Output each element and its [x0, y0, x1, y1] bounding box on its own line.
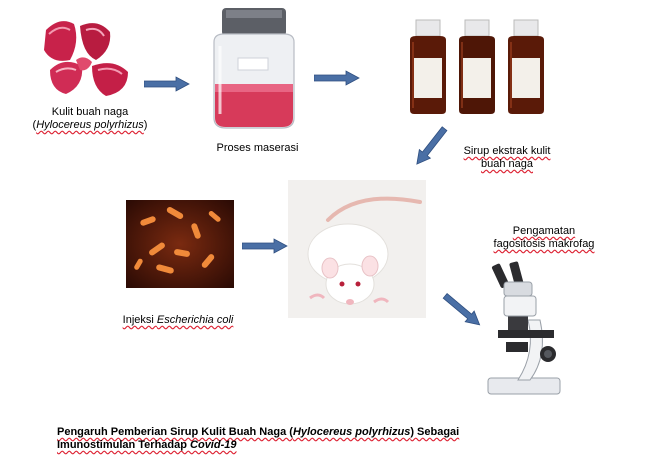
title-italic1: Hylocereus polyrhizus [292, 426, 411, 438]
arrow-maceration-to-syrup [314, 70, 360, 86]
peel-label-line1: Kulit buah naga [51, 106, 129, 118]
syrup-label-line1: Sirup ekstrak kulit [463, 145, 551, 157]
diagram-title: Pengaruh Pemberian Sirup Kulit Buah Naga… [57, 426, 459, 452]
syrup-bottles-image [410, 19, 544, 114]
microscope-image [487, 261, 561, 395]
injection-label: Injeksi Escherichia coli [108, 314, 248, 327]
title-line2-text: Imunostimulan Terhadap [57, 439, 191, 451]
syrup-label: Sirup ekstrak kulit buah naga [442, 145, 572, 171]
arrow-injection-to-rat [242, 238, 288, 254]
maceration-jar-image [213, 8, 295, 129]
title-line1: Pengaruh Pemberian Sirup Kulit Buah Naga… [57, 426, 459, 439]
peel-label: Kulit buah naga (Hylocereus polyrhizus) [20, 106, 160, 132]
peel-paren-close: ) [143, 119, 148, 131]
arrow-rat-to-microscope [442, 292, 481, 326]
arrow-peel-to-maceration [144, 76, 190, 92]
maceration-label: Proses maserasi [216, 142, 299, 154]
white-rat-image [288, 180, 426, 318]
title-part1: Pengaruh Pemberian Sirup Kulit Buah Naga… [57, 426, 293, 438]
peel-latin-name: Hylocereus polyrhizus [36, 119, 144, 131]
observation-label-line1: Pengamatan [512, 225, 576, 237]
title-part2: ) Sebagai [410, 426, 460, 438]
observation-label: Pengamatan fagositosis makrofag [484, 225, 604, 251]
ecoli-bacteria-image [126, 200, 234, 288]
syrup-label-line2: buah naga [481, 158, 533, 170]
arrow-syrup-to-rat [416, 126, 448, 165]
peel-paren-open: ( [32, 119, 37, 131]
injection-label-species: Escherichia coli [156, 314, 234, 326]
dragon-fruit-peel-image [44, 21, 128, 96]
title-italic2: Covid-19 [190, 439, 237, 451]
peel-label-line2: (Hylocereus polyrhizus) [20, 119, 160, 132]
injection-label-prefix: Injeksi [122, 314, 157, 326]
title-line2: Imunostimulan Terhadap Covid-19 [57, 439, 459, 452]
observation-label-line2: fagositosis makrofag [493, 238, 595, 250]
